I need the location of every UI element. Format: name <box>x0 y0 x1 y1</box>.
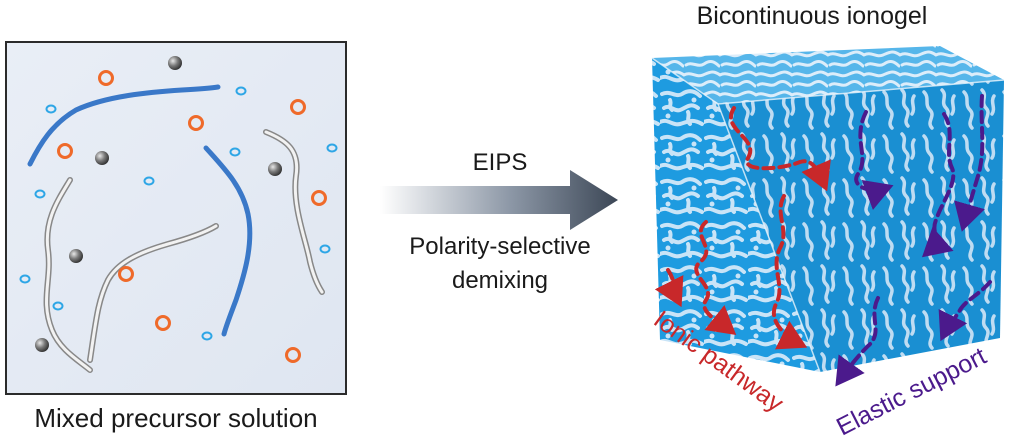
orange-ions <box>57 70 327 363</box>
blue-ion <box>326 143 338 153</box>
blue-ion <box>143 176 155 186</box>
demixing-label-line2: demixing <box>452 267 548 294</box>
sphere <box>268 162 282 176</box>
gray-chain-3 <box>263 129 325 295</box>
ionogel-cube: Bicontinuous ionogel Ionic pathway Elast… <box>648 2 1005 441</box>
orange-ion <box>118 266 134 282</box>
orange-ion <box>285 347 301 363</box>
sphere <box>95 151 109 165</box>
elastic-arrow <box>938 280 992 342</box>
ionogel-title: Bicontinuous ionogel <box>697 2 928 30</box>
blue-ion <box>235 86 247 96</box>
blue-ion <box>52 301 64 311</box>
cube-top-face <box>652 46 1004 104</box>
blue-polymer-chains <box>27 84 253 337</box>
orange-ion <box>155 315 171 331</box>
gradient-arrow <box>380 170 618 230</box>
blue-ion <box>229 147 241 157</box>
process-arrow: EIPS Polarity-selective demixing <box>380 149 618 294</box>
elastic-arrow <box>835 296 880 387</box>
precursor-box <box>5 41 347 395</box>
eips-label: EIPS <box>473 149 528 176</box>
neutral-spheres <box>35 56 282 352</box>
blue-ion <box>34 189 46 199</box>
elastic-arrow <box>921 112 956 258</box>
precursor-panel: Mixed precursor solution <box>5 41 347 433</box>
ionic-pathway-arrows <box>654 106 831 350</box>
blue-chain-2 <box>203 145 253 337</box>
blue-ions <box>19 86 338 341</box>
ionic-arrow <box>694 220 737 335</box>
orange-ion <box>188 115 204 131</box>
elastic-support-arrows <box>835 94 992 387</box>
orange-ion <box>57 143 73 159</box>
gray-chain-2 <box>87 223 219 363</box>
ionic-arrow <box>772 194 808 350</box>
blue-chain-1 <box>27 84 221 167</box>
blue-ion <box>19 274 31 284</box>
blue-ion <box>201 331 213 341</box>
gray-chain-1 <box>43 177 93 373</box>
orange-ion <box>290 99 306 115</box>
orange-ion <box>311 190 327 206</box>
cube-right-face <box>718 80 1004 372</box>
orange-ion <box>98 70 114 86</box>
sphere <box>69 249 83 263</box>
demixing-label-line1: Polarity-selective <box>409 233 590 260</box>
blue-ion <box>319 244 331 254</box>
blue-ion <box>45 104 57 114</box>
sphere <box>168 56 182 70</box>
gray-polymer-chains <box>43 129 325 373</box>
ionic-arrow <box>729 106 831 192</box>
sphere <box>35 338 49 352</box>
elastic-arrow <box>854 110 894 210</box>
precursor-caption: Mixed precursor solution <box>34 403 317 433</box>
elastic-arrow <box>954 94 985 232</box>
ionic-arrow <box>654 268 684 308</box>
